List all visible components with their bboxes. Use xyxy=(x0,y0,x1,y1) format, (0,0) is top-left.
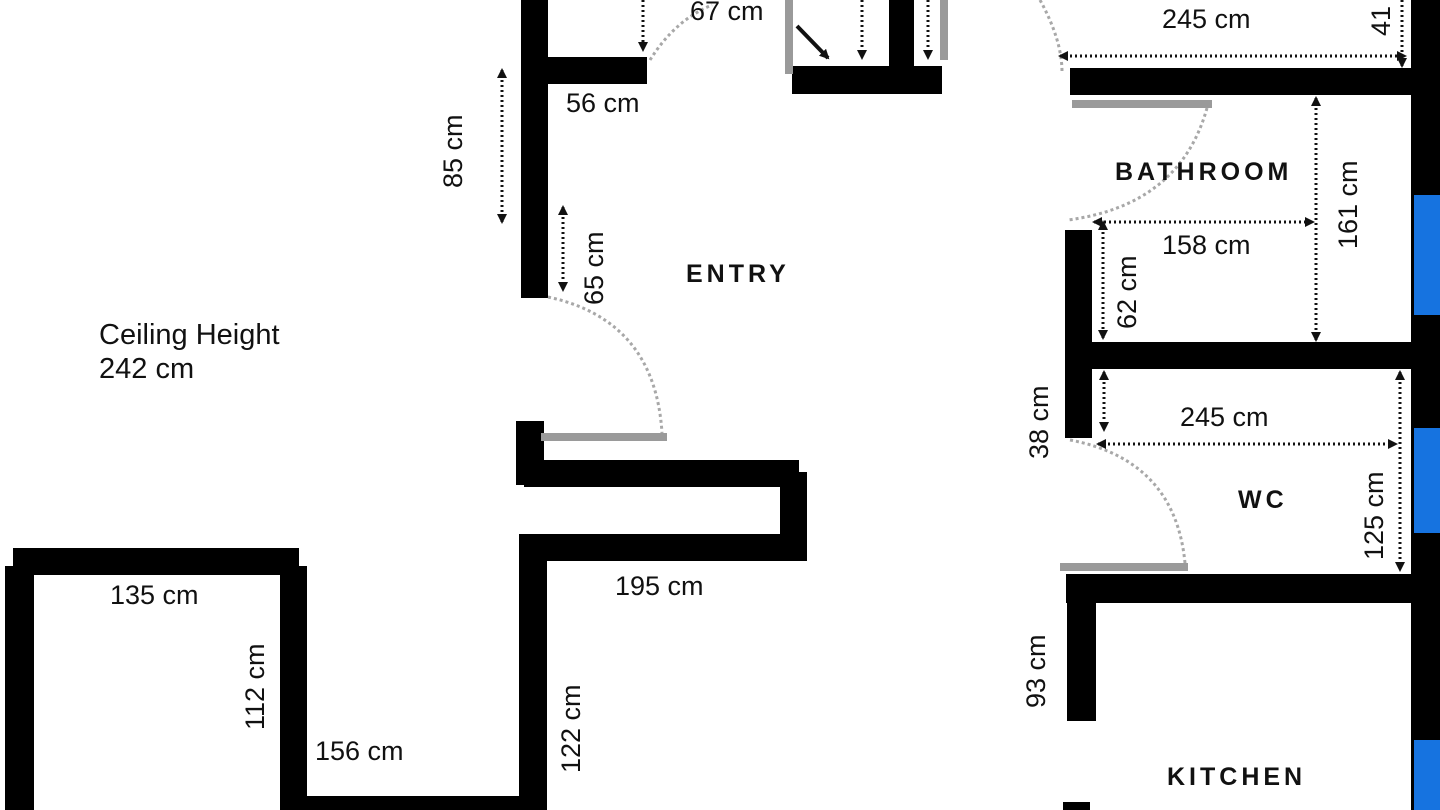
dim-label-corr-195: 195 cm xyxy=(615,571,704,601)
wall-room-left xyxy=(5,566,34,810)
dim-label-bath-161: 161 cm xyxy=(1333,160,1363,249)
wall-top-left-vertical xyxy=(521,0,548,298)
ceiling-height-label: Ceiling Height xyxy=(99,319,280,351)
wall-wc-bottom xyxy=(1066,574,1411,603)
wall-room-right xyxy=(280,566,307,810)
dim-label-bath-62: 62 cm xyxy=(1112,255,1142,329)
wall-right-exterior xyxy=(1411,0,1440,810)
dim-label-left-85: 85 cm xyxy=(438,114,468,188)
doors xyxy=(541,0,1212,571)
arrow-closet-diagonal xyxy=(795,24,830,60)
wall-bathroom-left xyxy=(1065,230,1092,438)
dim-label-top-41: 41 xyxy=(1366,6,1396,36)
door-leaf-closet-right xyxy=(940,0,948,60)
door-leaf-bathroom xyxy=(1072,100,1212,108)
door-swing-bathroom xyxy=(1067,107,1209,222)
door-leaf-entry xyxy=(541,433,667,441)
door-swing-top-bath xyxy=(1038,0,1064,73)
wall-corridor-bottom xyxy=(523,534,807,561)
room-label-entry: ENTRY xyxy=(686,260,790,288)
door-swing-entry xyxy=(547,295,664,434)
door-leaf-closet-left xyxy=(785,0,793,74)
wall-corridor-top xyxy=(524,460,799,487)
dim-label-bath-158: 158 cm xyxy=(1162,230,1251,260)
wall-kitchen-bottom-stub xyxy=(1063,802,1090,810)
ceiling-height-value: 242 cm xyxy=(99,353,194,385)
dim-label-wc-125: 125 cm xyxy=(1359,471,1389,560)
wall-room-top xyxy=(13,548,299,575)
wall-closet-horizontal xyxy=(544,57,647,84)
door-swing-wc xyxy=(1069,438,1187,564)
dim-label-room-112: 112 cm xyxy=(240,643,270,730)
wall-bathroom-wc-divider xyxy=(1065,342,1415,369)
dim-label-wc-245: 245 cm xyxy=(1180,402,1269,432)
door-leaf-wc xyxy=(1060,563,1188,571)
walls xyxy=(5,0,1440,810)
dim-label-closet-56: 56 cm xyxy=(566,88,640,118)
window-wc xyxy=(1414,428,1440,533)
wall-top-closet-bottom xyxy=(792,66,942,94)
dim-label-room-135: 135 cm xyxy=(110,580,199,610)
window-kitchen xyxy=(1414,740,1440,810)
wall-top-closet-divider xyxy=(889,0,914,70)
dim-label-top-67: 67 cm xyxy=(690,0,764,26)
dim-label-wall-122: 122 cm xyxy=(556,684,586,773)
door-swing-top-closet xyxy=(648,3,713,61)
dim-label-door-65: 65 cm xyxy=(579,231,609,305)
room-label-wc: WC xyxy=(1238,486,1288,514)
room-label-bathroom: BATHROOM xyxy=(1115,158,1292,186)
wall-room-bottom xyxy=(280,796,535,810)
dim-label-top-245: 245 cm xyxy=(1162,4,1251,34)
room-label-kitchen: KITCHEN xyxy=(1167,763,1306,791)
wall-bathroom-top xyxy=(1070,68,1415,95)
dimension-arrows xyxy=(497,0,1407,572)
windows xyxy=(1414,195,1440,810)
dim-label-kitchen-93: 93 cm xyxy=(1021,634,1051,708)
window-bathroom xyxy=(1414,195,1440,315)
wall-corridor-down xyxy=(519,534,547,810)
dim-label-wc-38: 38 cm xyxy=(1024,385,1054,459)
dim-label-room-156: 156 cm xyxy=(315,736,404,766)
wall-kitchen-left xyxy=(1067,574,1096,721)
